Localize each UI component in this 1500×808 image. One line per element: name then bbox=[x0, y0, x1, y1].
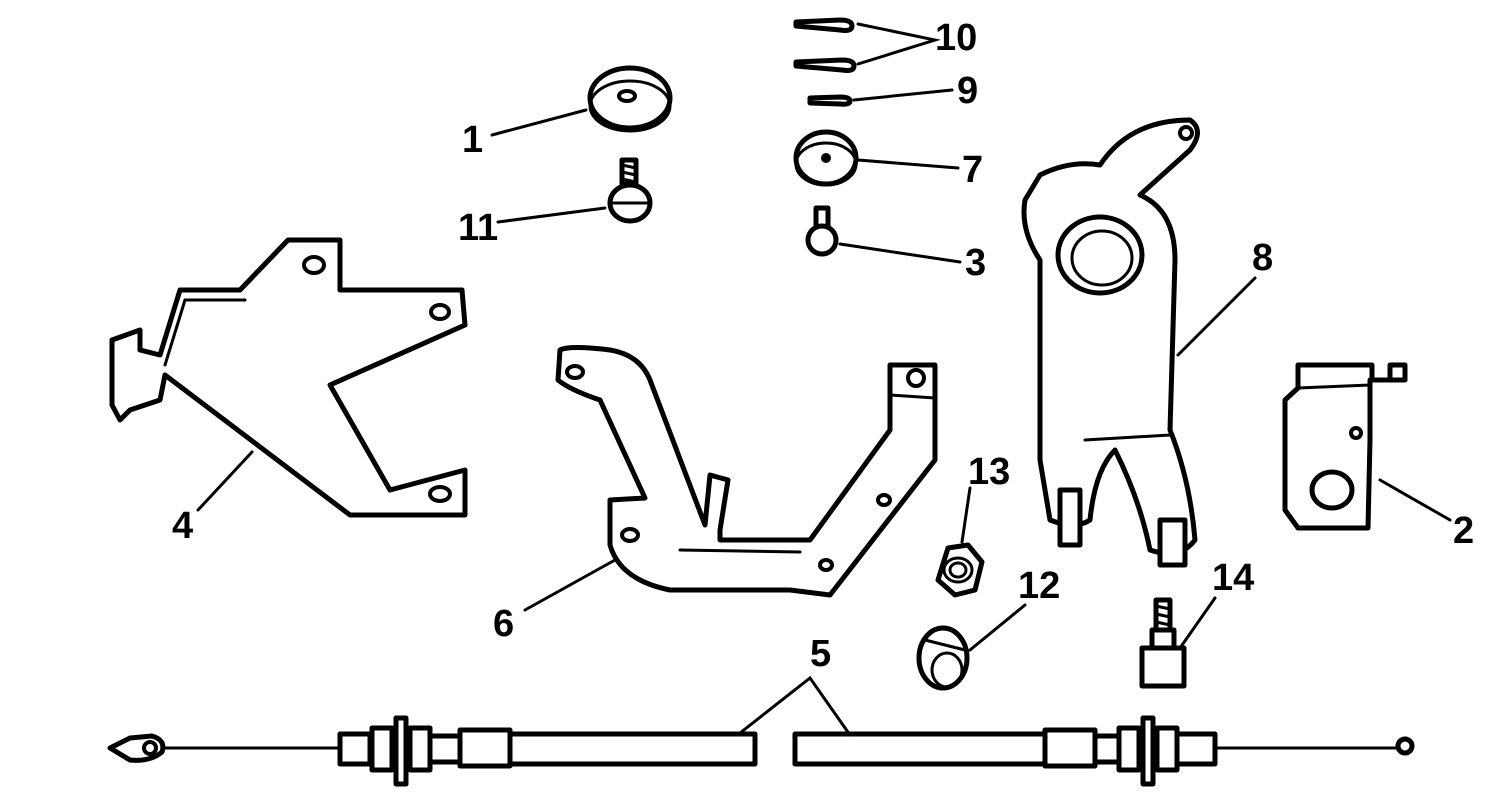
callout-8: 8 bbox=[1252, 237, 1273, 279]
callout-13: 13 bbox=[968, 451, 1010, 493]
leader-9 bbox=[852, 88, 954, 102]
leader-12 bbox=[968, 603, 1027, 652]
leader-11 bbox=[496, 206, 607, 224]
callout-11: 11 bbox=[458, 207, 498, 249]
callout-7: 7 bbox=[962, 149, 983, 191]
leader-13 bbox=[960, 486, 972, 544]
part-5-cable-right bbox=[792, 715, 1415, 787]
callout-3: 3 bbox=[965, 242, 986, 284]
callout-10: 10 bbox=[935, 17, 977, 59]
callout-2: 2 bbox=[1453, 510, 1474, 552]
part-5-cable-left bbox=[107, 715, 758, 787]
callout-9: 9 bbox=[957, 70, 978, 112]
part-13-nut bbox=[935, 542, 985, 598]
part-10-cotter-pins bbox=[793, 17, 857, 73]
callout-12: 12 bbox=[1018, 565, 1060, 607]
callout-6: 6 bbox=[493, 603, 514, 645]
part-2-bracket bbox=[1282, 362, 1408, 531]
leader-1 bbox=[490, 108, 588, 137]
leader-6 bbox=[523, 558, 617, 612]
part-11-screw bbox=[607, 157, 653, 224]
part-1-washer bbox=[587, 65, 673, 133]
leader-3 bbox=[838, 242, 962, 264]
callout-5: 5 bbox=[810, 633, 831, 675]
callout-1: 1 bbox=[462, 119, 483, 161]
leader-14 bbox=[1178, 596, 1217, 650]
part-8-lever bbox=[1021, 117, 1200, 568]
leader-2 bbox=[1378, 478, 1452, 522]
leader-7 bbox=[856, 158, 960, 170]
part-12-swivel bbox=[916, 625, 970, 691]
leader-5 bbox=[738, 675, 852, 737]
callout-14: 14 bbox=[1212, 557, 1254, 599]
leader-10 bbox=[856, 22, 941, 66]
part-7-washer bbox=[793, 129, 859, 187]
leader-8 bbox=[1176, 276, 1257, 357]
leader-4 bbox=[196, 450, 254, 512]
part-14-bolt bbox=[1139, 597, 1187, 689]
part-6-bracket bbox=[555, 345, 938, 598]
part-9-pin bbox=[807, 94, 853, 107]
callout-4: 4 bbox=[172, 505, 193, 547]
part-4-bracket bbox=[109, 237, 468, 518]
part-3-pin bbox=[805, 205, 839, 257]
